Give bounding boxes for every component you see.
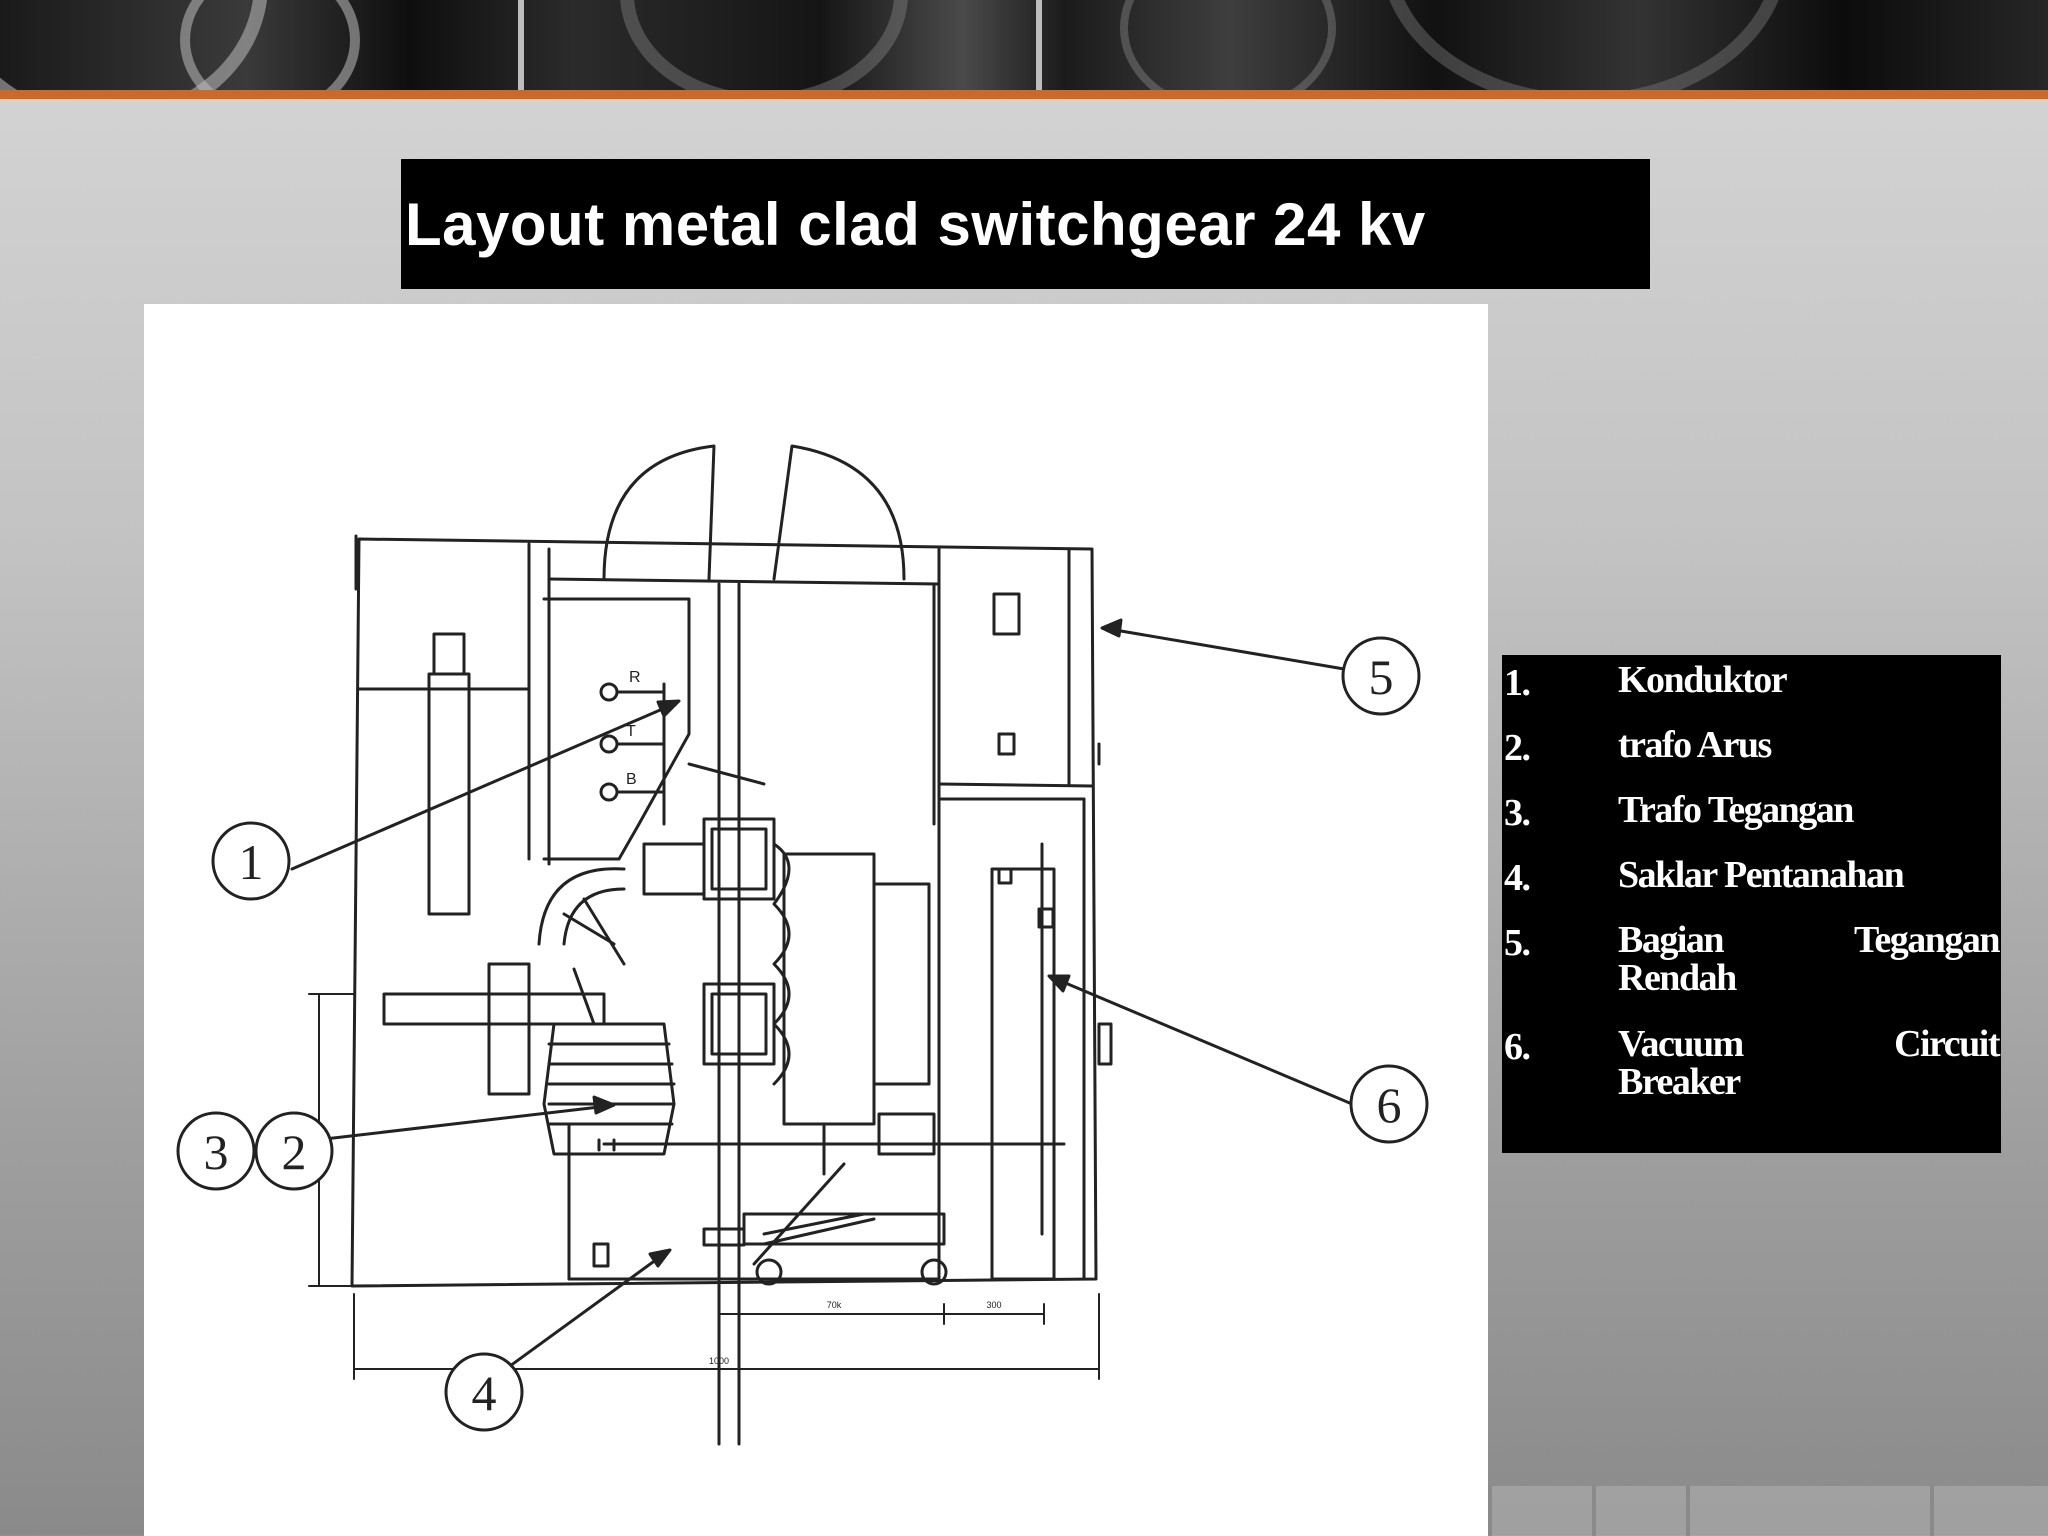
legend-label: Saklar Pentanahan bbox=[1618, 854, 1905, 896]
leader-lines bbox=[290, 618, 1354, 1376]
legend-label-word: Circuit bbox=[1894, 1023, 2000, 1065]
switchgear-drawing: 1 2 3 4 5 6 R T B 70k 300 1000 bbox=[176, 444, 1429, 1446]
pressure-relief-flaps bbox=[602, 444, 906, 581]
legend-number: 2. bbox=[1504, 727, 1531, 769]
legend-number: 6. bbox=[1504, 1026, 1531, 1068]
breaker-truck bbox=[702, 1212, 948, 1286]
callout-circle-3 bbox=[176, 1111, 256, 1191]
footer-decoration bbox=[1488, 1486, 2048, 1536]
callout-circle-4 bbox=[444, 1352, 524, 1432]
legend-number: 5. bbox=[1504, 922, 1531, 964]
phase-label-b: B bbox=[626, 771, 637, 788]
earthing-switch bbox=[537, 867, 626, 1026]
slide-title-text: Layout metal clad switchgear 24 kv bbox=[405, 190, 1426, 258]
callout-label-2: 2 bbox=[282, 1124, 307, 1180]
dimension-label-70k: 70k bbox=[827, 1300, 842, 1310]
callout-label-5: 5 bbox=[1369, 649, 1394, 705]
legend-label-line2: Rendah bbox=[1618, 957, 1737, 999]
legend-label-word: Bagian bbox=[1618, 919, 1725, 961]
callout-circles bbox=[176, 636, 1429, 1432]
callout-circle-5 bbox=[1341, 636, 1421, 716]
legend-label-line2: Breaker bbox=[1618, 1061, 1741, 1103]
legend-number: 1. bbox=[1504, 662, 1531, 704]
callout-circle-1 bbox=[211, 821, 291, 901]
legend-label: Bagian Tegangan Rendah bbox=[1618, 919, 2001, 999]
callout-label-1: 1 bbox=[239, 834, 264, 890]
circuit-breaker bbox=[642, 762, 936, 1266]
cable-compartment bbox=[567, 842, 1066, 1281]
legend-label: trafo Arus bbox=[1618, 724, 1772, 766]
slide-title: Layout metal clad switchgear 24 kv bbox=[401, 159, 1650, 289]
busbar-compartment bbox=[542, 582, 936, 1446]
callout-label-3: 3 bbox=[204, 1124, 229, 1180]
legend-number: 4. bbox=[1504, 857, 1531, 899]
dimension-label-300: 300 bbox=[986, 1300, 1001, 1310]
cabinet-outline bbox=[350, 534, 1098, 1288]
legend-label: Konduktor bbox=[1618, 659, 1788, 701]
legend-label: Vacuum Circuit Breaker bbox=[1618, 1023, 2000, 1103]
component-legend: 1. Konduktor 2. trafo Arus 3. Trafo Tega… bbox=[1502, 655, 2001, 1153]
switchgear-layout-diagram: 1 2 3 4 5 6 R T B 70k 300 1000 bbox=[144, 304, 1488, 1536]
phase-label-r: R bbox=[629, 669, 641, 686]
header-banner-image bbox=[0, 0, 2048, 92]
legend-label-word: Tegangan bbox=[1854, 919, 2001, 961]
callout-label-6: 6 bbox=[1377, 1077, 1402, 1133]
callout-circle-6 bbox=[1349, 1064, 1429, 1144]
callout-circle-2 bbox=[254, 1111, 334, 1191]
phase-label-t: T bbox=[626, 723, 636, 740]
dimension-label-1000: 1000 bbox=[709, 1356, 729, 1366]
legend-number: 3. bbox=[1504, 792, 1531, 834]
legend-label: Trafo Tegangan bbox=[1618, 789, 1854, 831]
legend-label-word: Vacuum bbox=[1618, 1023, 1744, 1065]
accent-rule bbox=[0, 90, 2048, 99]
callout-label-4: 4 bbox=[472, 1365, 497, 1421]
